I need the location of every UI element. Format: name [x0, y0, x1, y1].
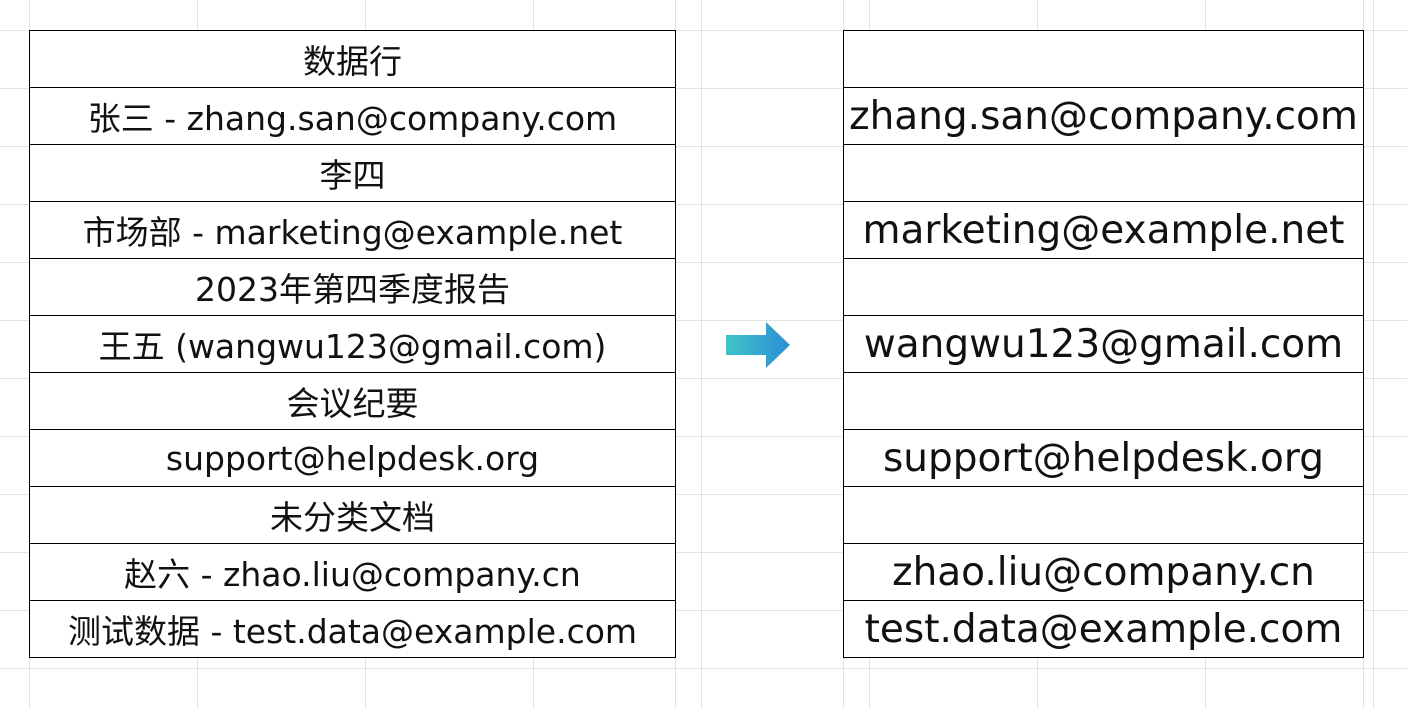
table-cell[interactable]: 2023年第四季度报告 [29, 258, 676, 316]
table-cell[interactable] [843, 486, 1364, 544]
table-cell[interactable]: 测试数据 - test.data@example.com [29, 600, 676, 658]
table-cell[interactable]: zhang.san@company.com [843, 87, 1364, 145]
table-cell[interactable]: 王五 (wangwu123@gmail.com) [29, 315, 676, 373]
table-cell[interactable] [843, 144, 1364, 202]
table-row: 会议纪要 [29, 372, 676, 430]
table-row: 张三 - zhang.san@company.com [29, 87, 676, 145]
table-cell[interactable]: 未分类文档 [29, 486, 676, 544]
table-cell[interactable]: 数据行 [29, 30, 676, 88]
table-cell[interactable]: zhao.liu@company.cn [843, 543, 1364, 601]
source-table: 数据行 张三 - zhang.san@company.com 李四 市场部 - … [29, 30, 676, 658]
table-cell[interactable]: 市场部 - marketing@example.net [29, 201, 676, 259]
table-row: support@helpdesk.org [29, 429, 676, 487]
table-row: 数据行 [29, 30, 676, 88]
table-row: 市场部 - marketing@example.net [29, 201, 676, 259]
table-cell[interactable]: support@helpdesk.org [843, 429, 1364, 487]
table-row: 赵六 - zhao.liu@company.cn [29, 543, 676, 601]
table-row: support@helpdesk.org [843, 429, 1364, 487]
table-row: zhang.san@company.com [843, 87, 1364, 145]
table-row: zhao.liu@company.cn [843, 543, 1364, 601]
table-row: 测试数据 - test.data@example.com [29, 600, 676, 658]
table-cell[interactable]: marketing@example.net [843, 201, 1364, 259]
table-row: 王五 (wangwu123@gmail.com) [29, 315, 676, 373]
right-arrow-icon [726, 322, 790, 368]
table-cell[interactable]: 赵六 - zhao.liu@company.cn [29, 543, 676, 601]
table-row: test.data@example.com [843, 600, 1364, 658]
result-table: zhang.san@company.com marketing@example.… [843, 30, 1364, 658]
table-row: 未分类文档 [29, 486, 676, 544]
table-row: wangwu123@gmail.com [843, 315, 1364, 373]
table-row [843, 144, 1364, 202]
table-cell[interactable] [843, 30, 1364, 88]
table-row [843, 258, 1364, 316]
table-row: 2023年第四季度报告 [29, 258, 676, 316]
table-cell[interactable]: 张三 - zhang.san@company.com [29, 87, 676, 145]
table-cell[interactable]: 会议纪要 [29, 372, 676, 430]
table-cell[interactable]: wangwu123@gmail.com [843, 315, 1364, 373]
table-row [843, 372, 1364, 430]
table-row: 李四 [29, 144, 676, 202]
table-cell[interactable] [843, 372, 1364, 430]
table-cell[interactable]: support@helpdesk.org [29, 429, 676, 487]
table-cell[interactable]: test.data@example.com [843, 600, 1364, 658]
table-row: marketing@example.net [843, 201, 1364, 259]
table-row [843, 486, 1364, 544]
table-cell[interactable]: 李四 [29, 144, 676, 202]
table-row [843, 30, 1364, 88]
table-cell[interactable] [843, 258, 1364, 316]
